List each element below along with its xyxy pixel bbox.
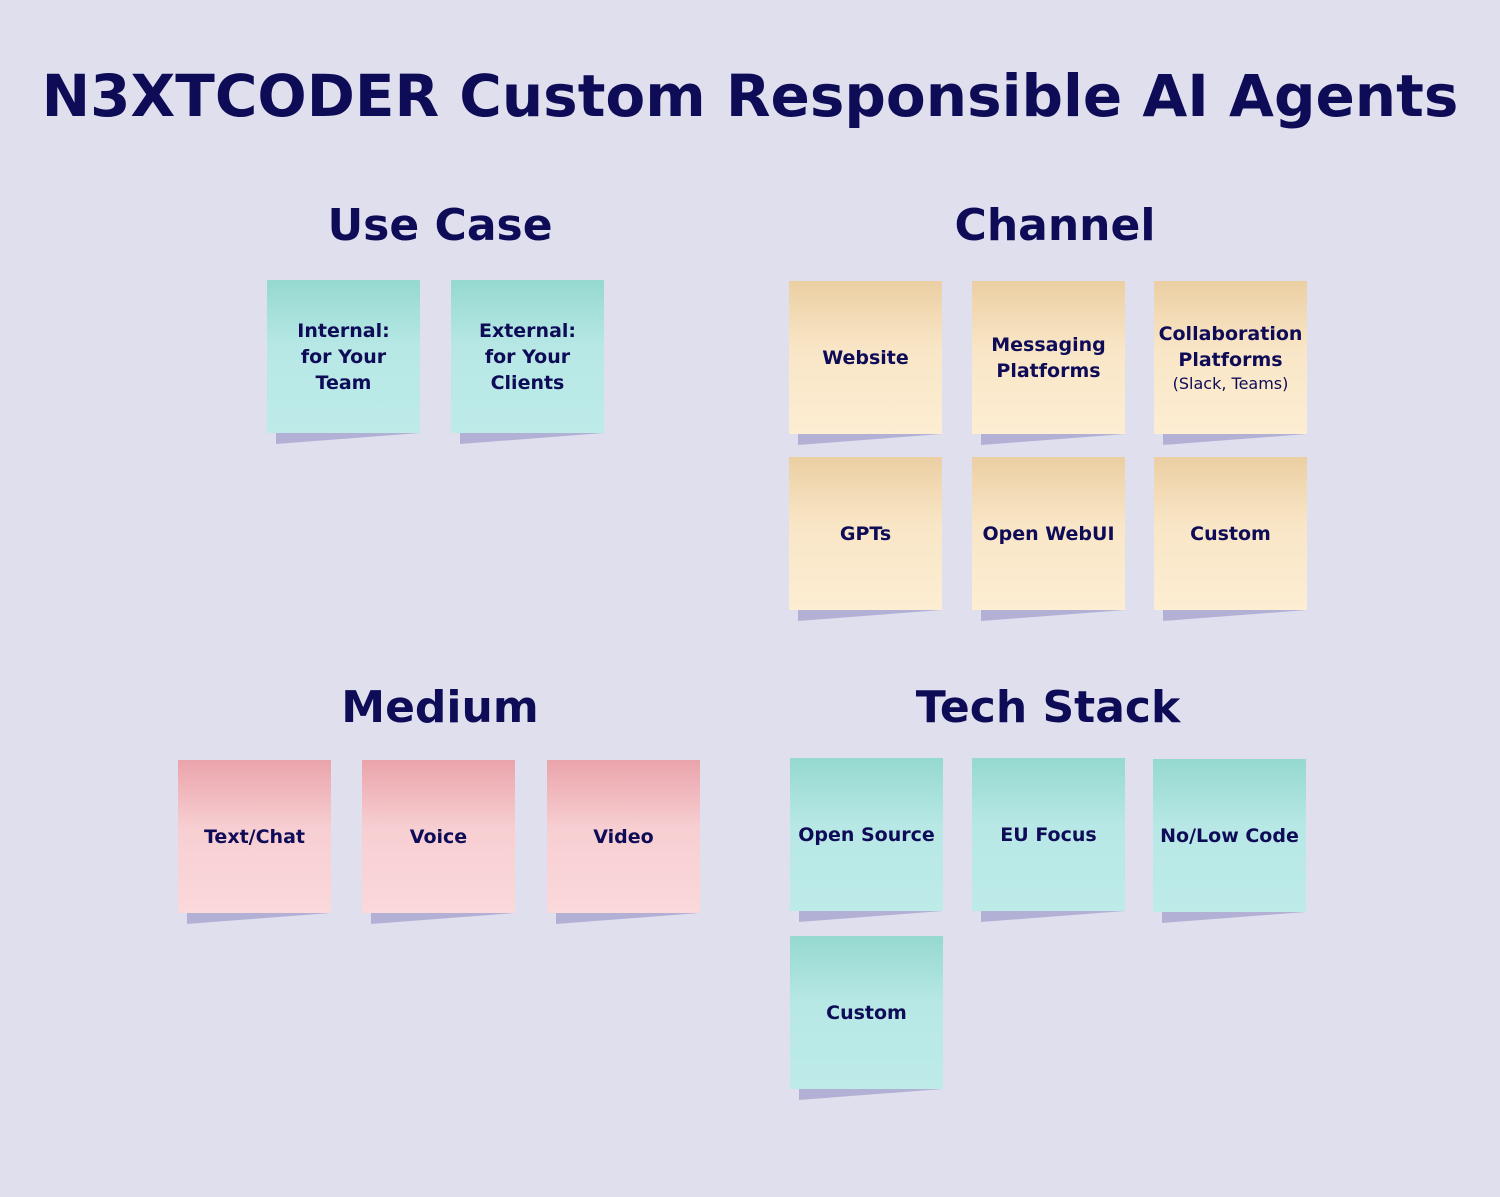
collab-label: Collaboration Platforms (1158, 322, 1303, 371)
note-open-source: Open Source (790, 758, 943, 911)
heading-use-case: Use Case (327, 200, 553, 251)
note-text-chat: Text/Chat (178, 760, 331, 913)
page-title: N3XTCODER Custom Responsible AI Agents (41, 62, 1459, 130)
note-eu-focus: EU Focus (972, 758, 1125, 911)
note-external: External: for Your Clients (451, 280, 604, 433)
note-collaboration: Collaboration Platforms (Slack, Teams) (1154, 281, 1307, 434)
note-gpts: GPTs (789, 457, 942, 610)
heading-tech-stack: Tech Stack (915, 682, 1181, 733)
heading-channel: Channel (954, 200, 1156, 251)
note-open-webui: Open WebUI (972, 457, 1125, 610)
note-website: Website (789, 281, 942, 434)
heading-medium: Medium (341, 682, 539, 733)
note-messaging: Messaging Platforms (972, 281, 1125, 434)
note-internal: Internal: for Your Team (267, 280, 420, 433)
note-no-low-code: No/Low Code (1153, 759, 1306, 912)
note-channel-custom: Custom (1154, 457, 1307, 610)
note-voice: Voice (362, 760, 515, 913)
collab-sub: (Slack, Teams) (1172, 373, 1289, 393)
note-video: Video (547, 760, 700, 913)
note-tech-custom: Custom (790, 936, 943, 1089)
